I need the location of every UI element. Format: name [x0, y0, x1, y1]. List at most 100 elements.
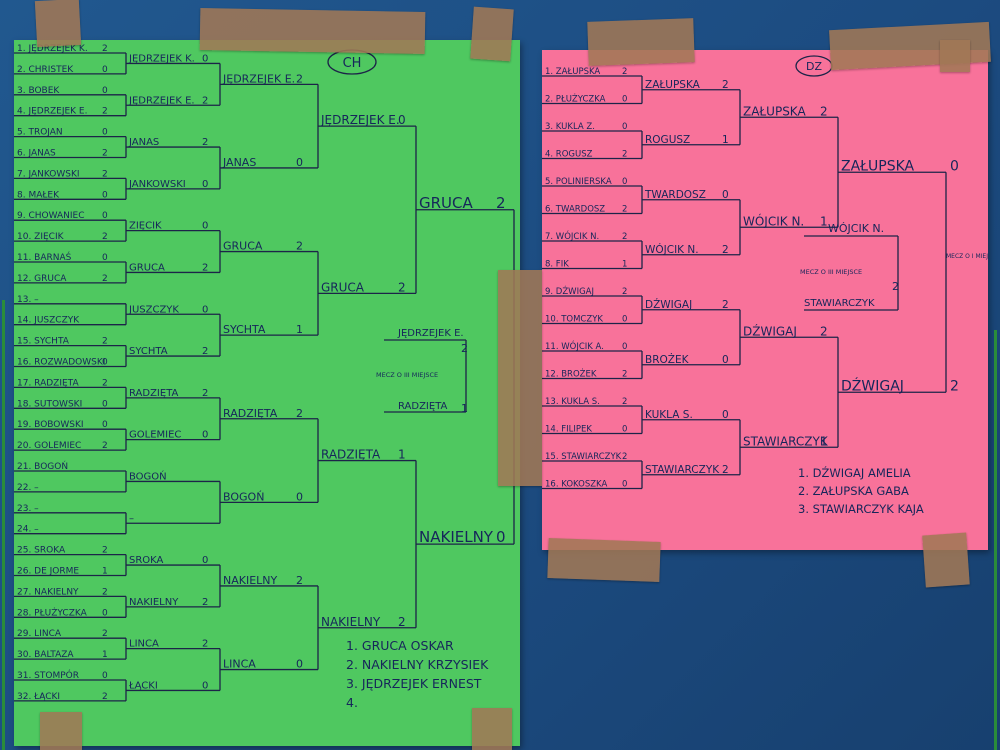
girls-r1-name: 9. DŹWIGAJ: [545, 285, 594, 297]
girls-final-score: 2: [950, 378, 959, 394]
boys-r1-score: 2: [102, 169, 108, 179]
boys-r2-name: JANKOWSKI: [128, 179, 186, 190]
girls-first-place-label: MECZ O I MIEJSCE: [946, 253, 988, 260]
boys-r1-name: 32. ŁĄCKI: [17, 692, 60, 702]
girls-r2-score: 0: [722, 189, 729, 201]
boys-r1-name: 5. TROJAN: [17, 128, 63, 138]
girls-r3-score: 1: [820, 214, 828, 228]
boys-r1-score: 2: [102, 587, 108, 597]
girls-r1-score: 2: [622, 232, 627, 242]
boys-r2-name: ŁĄCKI: [128, 680, 158, 691]
boys-r2-name: JANAS: [128, 137, 159, 148]
boys-r1-name: 16. ROZWADOWSKI: [17, 358, 105, 368]
tape-strip: [547, 538, 661, 582]
tape-strip: [587, 18, 695, 66]
girls-r1-score: 0: [622, 315, 627, 325]
boys-r1-score: 0: [102, 253, 108, 263]
tape-strip: [940, 40, 970, 72]
girls-r2-score: 0: [722, 354, 729, 366]
boys-r1-name: 22. –: [17, 483, 39, 493]
girls-r2-name: STAWIARCZYK: [645, 464, 720, 476]
boys-r3-name: JANAS: [222, 156, 256, 169]
girls-final-score: 0: [950, 158, 959, 174]
girls-third-place-label: MECZ O III MIEJSCE: [800, 268, 862, 276]
boys-r1-name: 29. LINCA: [17, 629, 62, 639]
boys-r4-name: GRUCA: [321, 280, 365, 294]
boys-r4-name: JĘDRZEJEK E.: [320, 113, 400, 127]
boys-final-score: 0: [496, 528, 506, 546]
boys-r2-score: 2: [202, 346, 208, 357]
boys-third-name: RADZIĘTA: [398, 401, 448, 412]
boys-r1-name: 13. –: [17, 295, 39, 305]
boys-r2-score: 0: [202, 53, 208, 64]
boys-final-name: GRUCA: [419, 194, 473, 212]
boys-r2-score: 2: [202, 639, 208, 650]
boys-place-1: 1. GRUCA OSKAR: [346, 638, 454, 653]
girls-r2-name: KUKLA S.: [645, 409, 693, 421]
girls-r1-score: 2: [622, 287, 627, 297]
boys-r3-name: NAKIELNY: [223, 574, 278, 587]
girls-r1-name: 16. KOKOSZKA: [545, 480, 607, 490]
girls-r2-name: DŹWIGAJ: [645, 298, 692, 311]
boys-r1-score: 0: [102, 420, 108, 430]
boys-r2-score: 2: [202, 597, 208, 608]
girls-r2-name: TWARDOSZ: [644, 189, 706, 201]
tape-strip: [498, 270, 542, 486]
boys-r1-name: 6. JANAS: [17, 149, 56, 159]
boys-r4-score: 0: [398, 113, 406, 127]
boys-r1-name: 28. PŁUŻYCZKA: [17, 607, 88, 618]
boys-r1-score: 0: [102, 671, 108, 681]
girls-final-standings: 1. DŹWIGAJ AMELIA 2. ZAŁUPSKA GABA 3. ST…: [798, 464, 924, 518]
boys-r1-score: 0: [102, 358, 108, 368]
boys-r2-name: RADZIĘTA: [129, 388, 179, 399]
girls-r1-name: 3. KUKLA Z.: [545, 122, 595, 132]
girls-r1-score: 2: [622, 370, 627, 380]
boys-r1-name: 11. BARNAŚ: [17, 251, 72, 263]
boys-r2-score: 0: [202, 555, 208, 566]
boys-r1-name: 4. JĘDRZEJEK E.: [17, 107, 87, 117]
boys-r1-name: 3. BOBEK: [17, 86, 60, 96]
girls-r2-score: 0: [722, 409, 729, 421]
boys-place-4: 4.: [346, 695, 358, 710]
girls-r1-score: 0: [622, 342, 627, 352]
green-cable: [2, 300, 5, 750]
boys-final-name: NAKIELNY: [419, 528, 494, 546]
girls-r1-score: 2: [622, 397, 627, 407]
boys-r1-score: 2: [102, 107, 108, 117]
girls-r3-name: WÓJCIK N.: [743, 213, 804, 228]
girls-r1-score: 0: [622, 95, 627, 105]
girls-r2-name: ZAŁUPSKA: [645, 79, 701, 91]
boys-r1-score: 2: [102, 149, 108, 159]
girls-place-2: 2. ZAŁUPSKA GABA: [798, 484, 909, 498]
boys-third-score: 2: [461, 342, 468, 355]
girls-r3-score: 2: [820, 104, 828, 118]
boys-third-score: 1: [461, 402, 468, 415]
girls-r3-score: 2: [820, 324, 828, 338]
boys-r1-name: 2. CHRISTEK: [17, 65, 74, 75]
boys-r2-score: 2: [202, 137, 208, 148]
boys-r2-name: GOLEMIEC: [129, 430, 181, 441]
girls-third-score: 2: [892, 280, 899, 293]
girls-r1-name: 12. BROŻEK: [545, 369, 597, 380]
girls-r1-name: 7. WÓJCIK N.: [545, 230, 599, 242]
girls-r1-score: 2: [622, 67, 627, 77]
boys-r3-name: JĘDRZEJEK E.: [222, 72, 295, 85]
boys-r1-score: 0: [102, 399, 108, 409]
boys-r1-score: 1: [102, 650, 108, 660]
boys-r1-score: 2: [102, 441, 108, 451]
boys-r1-score: 2: [102, 232, 108, 242]
girls-r1-name: 11. WÓJCIK A.: [545, 340, 604, 352]
boys-r1-score: 1: [102, 567, 108, 577]
boys-r1-name: 23. –: [17, 504, 39, 514]
girls-third-name: WÓJCIK N.: [828, 222, 884, 235]
boys-r1-score: 0: [102, 128, 108, 138]
boys-r1-score: 0: [102, 211, 108, 221]
girls-r1-name: 1. ZAŁUPSKA: [545, 67, 600, 77]
boys-r1-score: 2: [102, 546, 108, 556]
boys-r2-name: SROKA: [129, 555, 164, 566]
girls-r1-score: 2: [622, 205, 627, 215]
tape-strip: [472, 708, 512, 750]
boys-r1-name: 15. SYCHTA: [17, 337, 70, 347]
girls-r1-score: 0: [622, 480, 627, 490]
girls-final-name: ZAŁUPSKA: [841, 158, 915, 174]
